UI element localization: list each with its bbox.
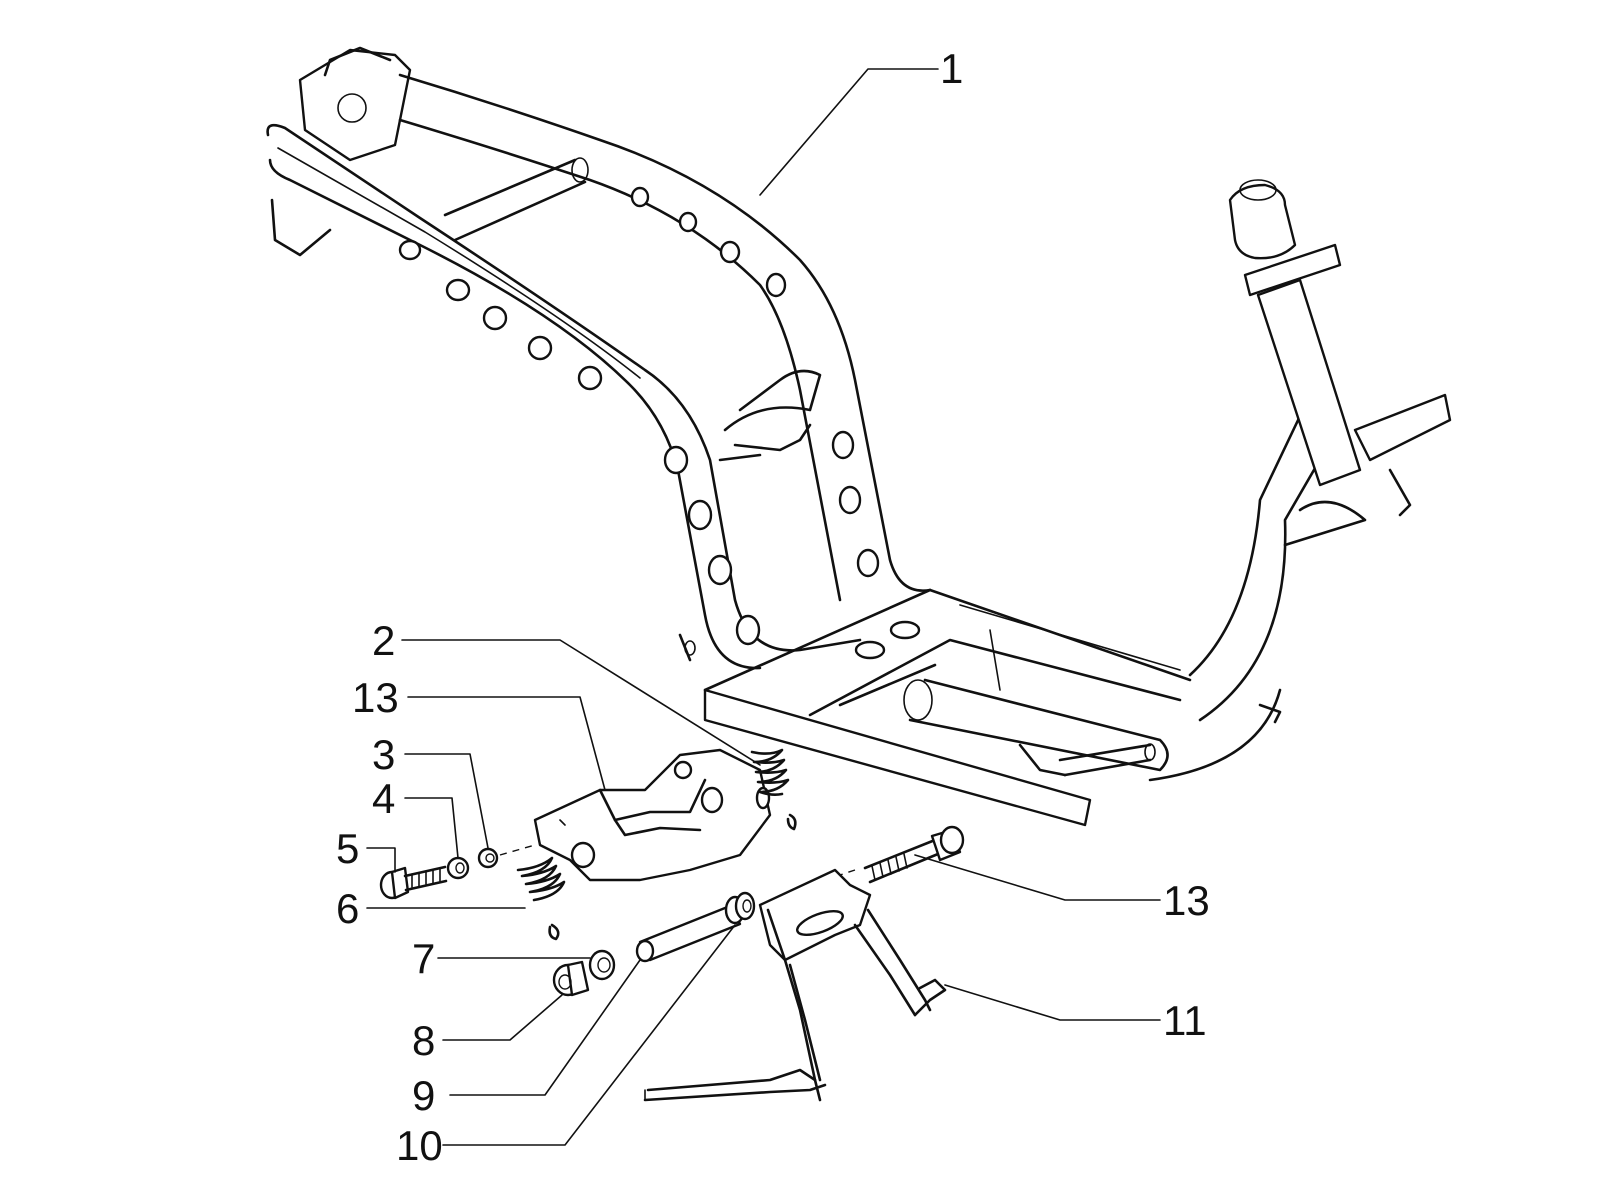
washer-3: [477, 847, 499, 869]
callout-6: 6: [336, 885, 360, 932]
callout-9: 9: [412, 1072, 436, 1119]
callout-7: 7: [412, 935, 436, 982]
stand-bracket: [533, 748, 772, 882]
callout-13: 13: [352, 674, 399, 721]
washer-4: [446, 856, 470, 880]
spring-lower: [516, 856, 566, 941]
callout-5: 5: [336, 825, 360, 872]
bolt-5: [379, 865, 448, 900]
washer-7: [588, 949, 616, 981]
callout-3: 3: [372, 731, 396, 778]
pivot-shaft-9: [635, 904, 742, 963]
callout-2: 2: [372, 617, 396, 664]
assembly-axis-left: [499, 844, 536, 856]
callout-8: 8: [412, 1017, 436, 1064]
frame-holes-left: [398, 239, 761, 646]
bushing-10: [724, 891, 756, 925]
spring-upper: [750, 748, 797, 831]
callout-13-right: 13: [1163, 877, 1210, 924]
callout-1: 1: [940, 45, 964, 92]
callout-11: 11: [1163, 997, 1207, 1044]
scooter-frame: [266, 46, 1452, 827]
callout-4: 4: [372, 775, 396, 822]
center-stand: [643, 868, 947, 1102]
cap-8: [552, 960, 590, 997]
frame-holes-right: [630, 186, 880, 578]
bolt-13: [863, 825, 965, 884]
leader-lines: [366, 68, 1161, 1146]
callout-10: 10: [396, 1122, 443, 1169]
